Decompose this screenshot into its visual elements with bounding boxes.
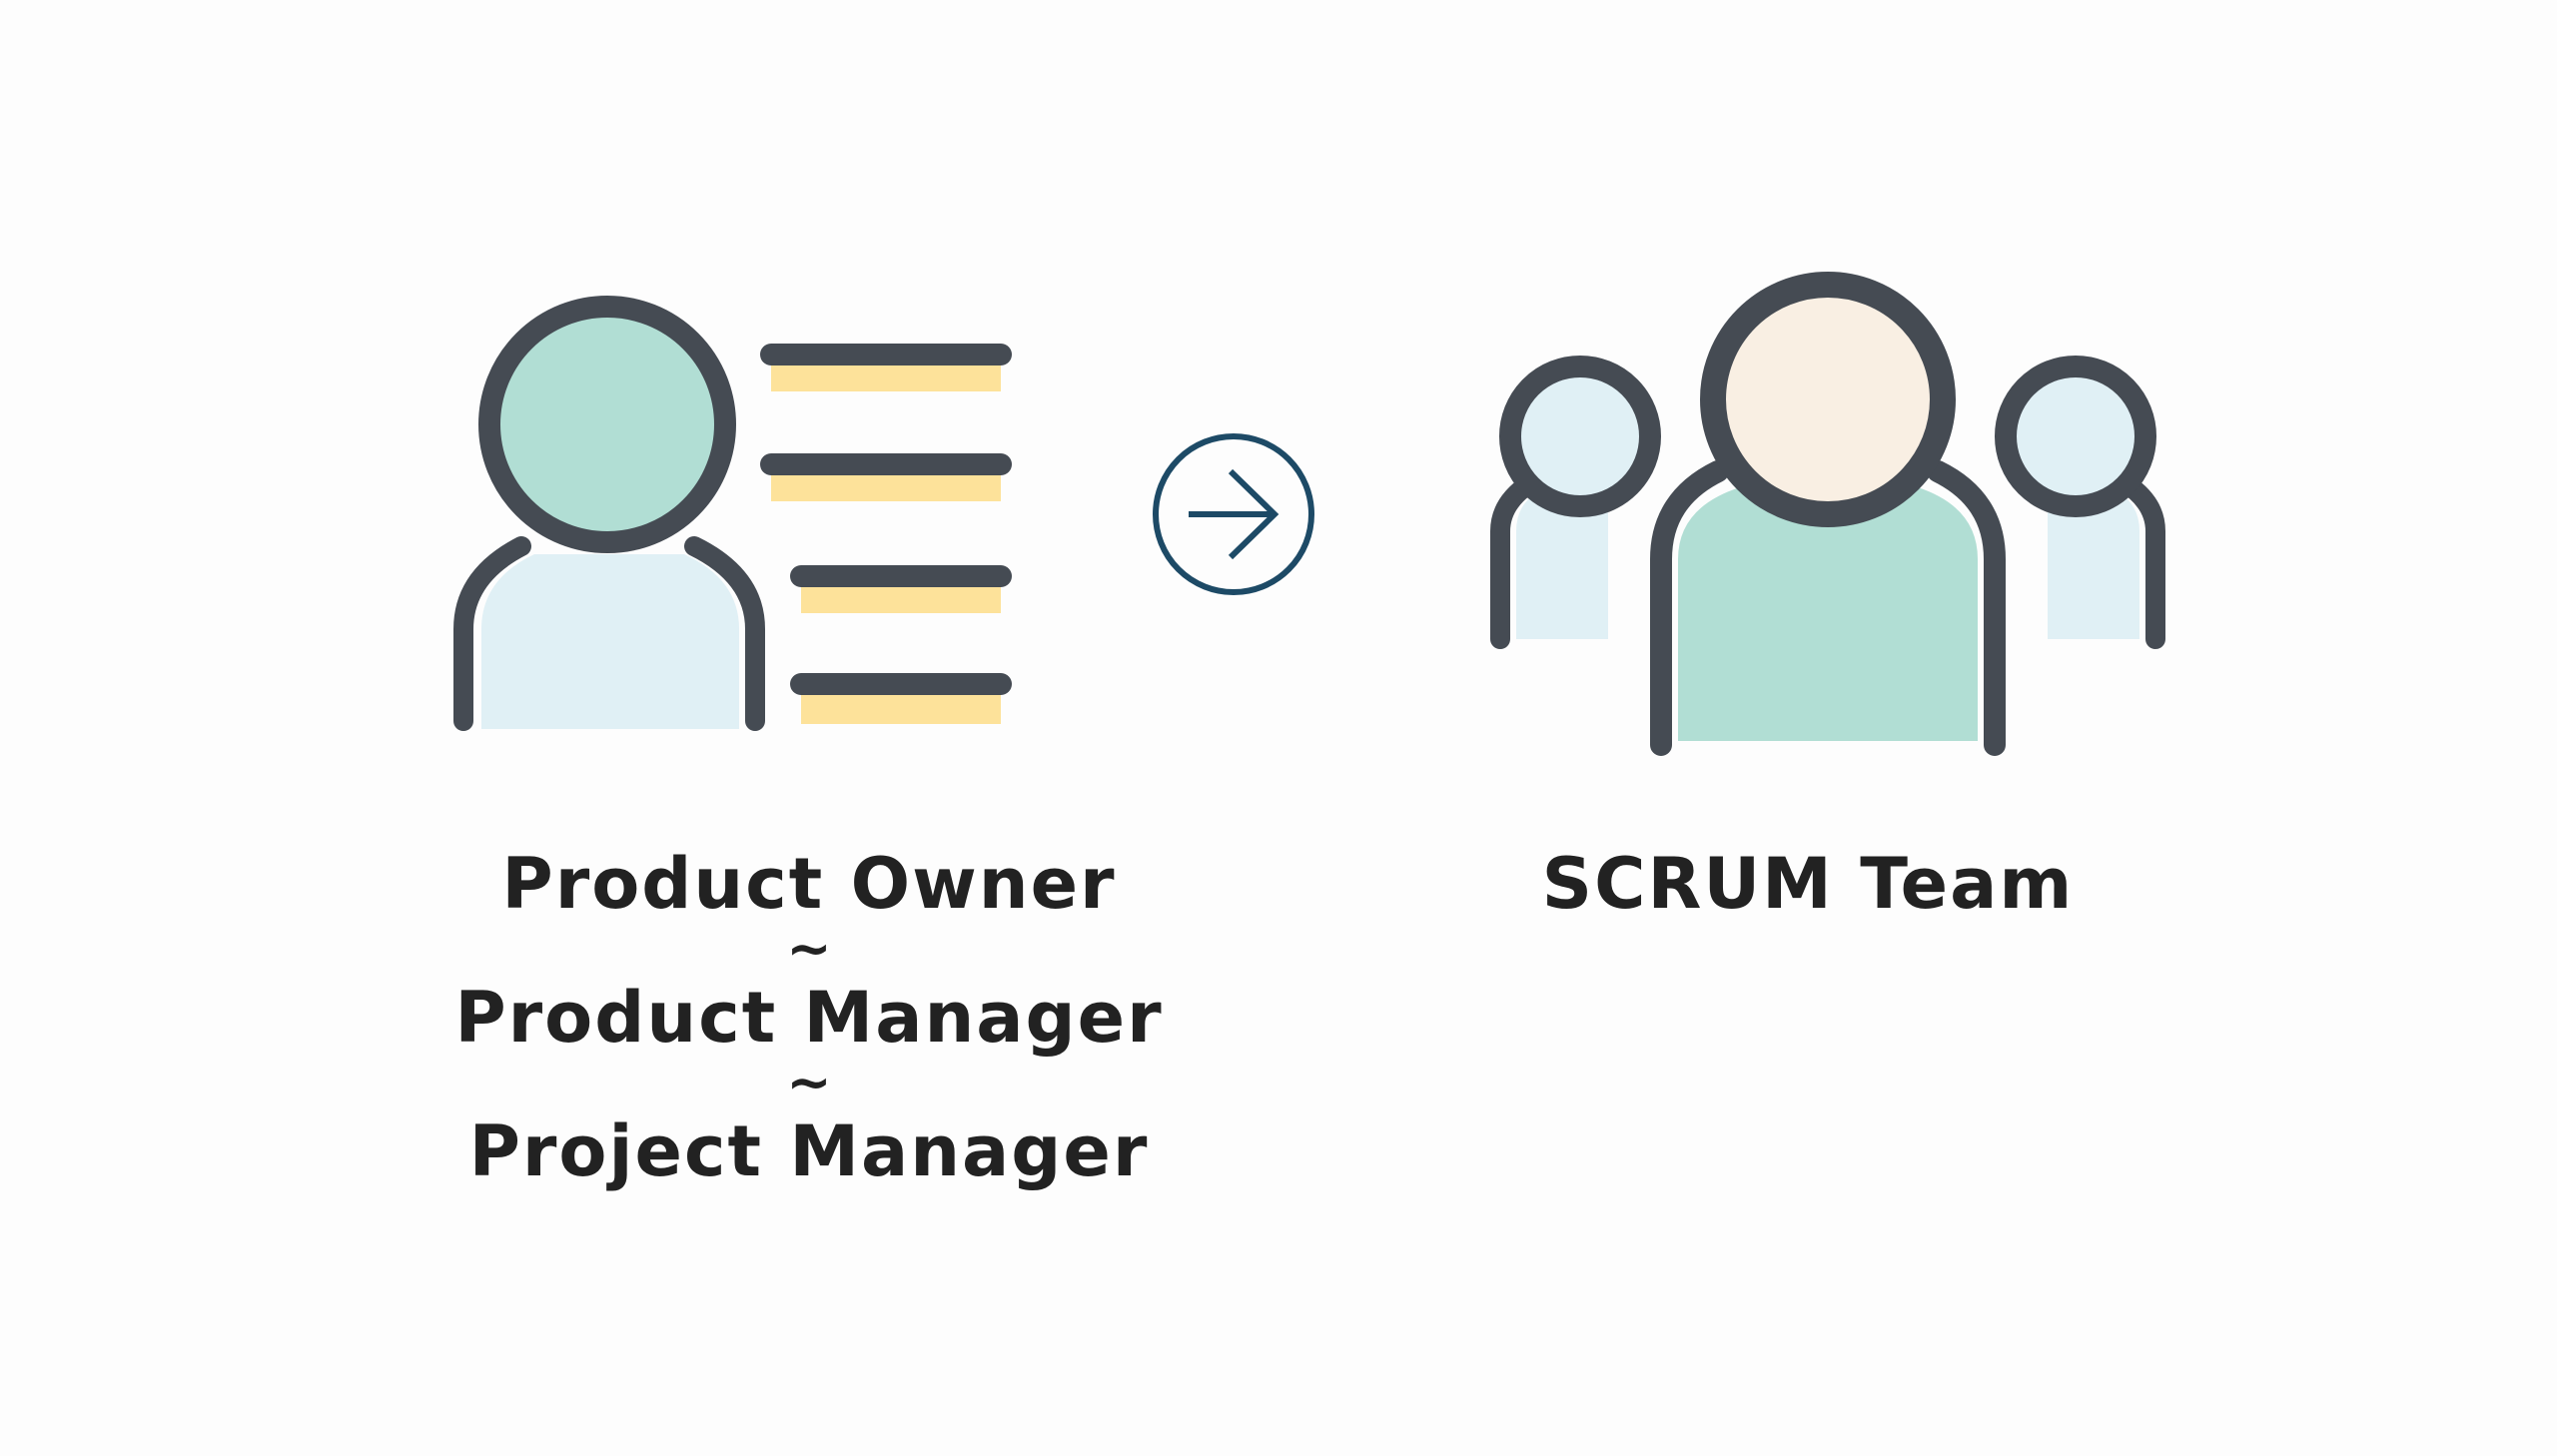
person-with-list-icon — [439, 285, 1019, 754]
role-labels: Product Owner ~ Product Manager ~ Projec… — [300, 841, 1318, 1194]
list-lines — [760, 344, 1012, 724]
person-figure — [453, 296, 765, 731]
role-product-owner: Product Owner — [501, 843, 1117, 925]
scrum-team-label: SCRUM Team — [1541, 843, 2075, 925]
team-member-center — [1650, 272, 2006, 756]
role-separator: ~ — [786, 917, 832, 980]
team-member-right — [1995, 356, 2165, 649]
team-group-icon — [1478, 260, 2177, 769]
role-project-manager: Project Manager — [468, 1110, 1150, 1192]
team-member-left — [1490, 356, 1661, 649]
role-separator: ~ — [786, 1051, 832, 1113]
arrow-right-circle-icon — [1149, 429, 1318, 599]
team-label-block: SCRUM Team — [1378, 841, 2237, 927]
role-product-manager: Product Manager — [454, 977, 1164, 1059]
